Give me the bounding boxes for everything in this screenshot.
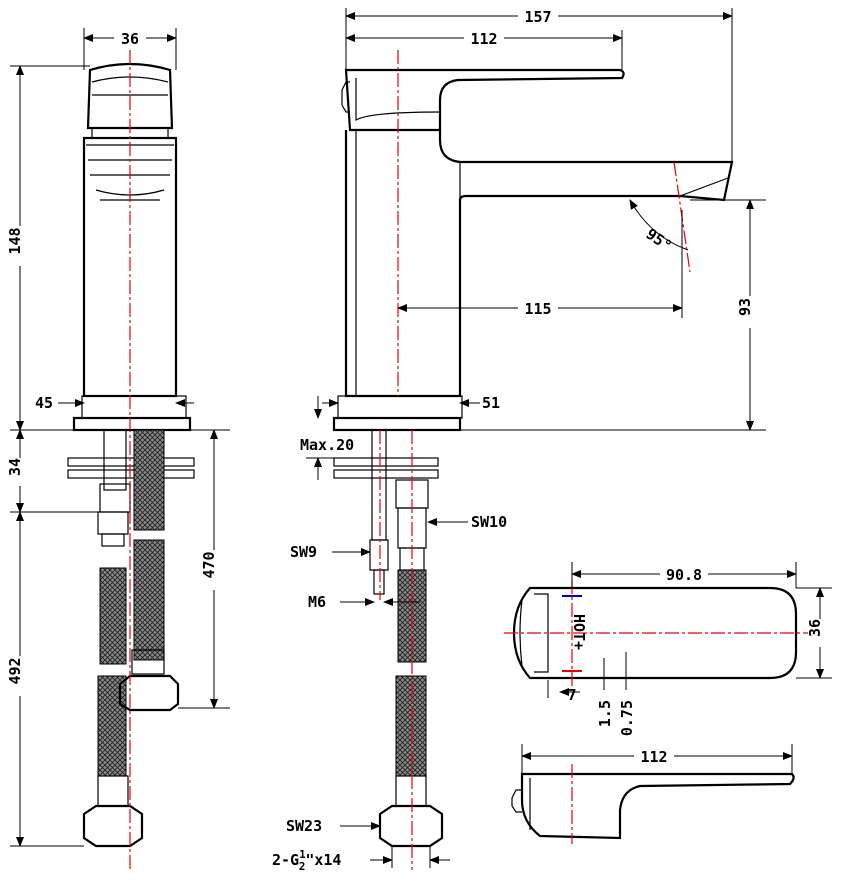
label-m6: M6	[308, 593, 326, 611]
dim-spout-height: 93	[736, 298, 754, 316]
side-view	[332, 50, 734, 870]
handle-dimensions: 112	[521, 744, 793, 774]
side-dimensions: 157 112 115 93 95° 51 Max.20 SW10 SW9 M6…	[272, 7, 766, 873]
top-dimensions: 90.8 36 7 1.5 0.75	[547, 562, 832, 736]
label-sw9: SW9	[290, 543, 317, 561]
dim-side-base: 51	[482, 394, 500, 412]
front-dimensions: 36 148 45 34 492 470	[6, 28, 230, 847]
handle-view	[511, 764, 795, 844]
dim-offset-075: 0.75	[618, 700, 636, 736]
dim-handle-length: 112	[470, 30, 497, 48]
dim-offset-7: 7	[567, 686, 576, 704]
dim-spout-reach: 115	[524, 300, 551, 318]
dim-top-length: 90.8	[666, 566, 702, 584]
label-sw10: SW10	[471, 513, 507, 531]
dim-spout-angle: 95°	[643, 225, 676, 255]
dim-hose-length: 492	[6, 657, 24, 684]
dim-top-width: 36	[806, 619, 824, 637]
dim-max-thickness: Max.20	[300, 436, 354, 454]
dim-offset-15: 1.5	[596, 700, 614, 727]
front-view	[67, 50, 195, 870]
label-sw23: SW23	[286, 817, 322, 835]
dim-body-height: 148	[6, 227, 24, 254]
top-view: HOT+	[504, 580, 808, 690]
dim-handle-view-length: 112	[640, 748, 667, 766]
svg-text:HOT+: HOT+	[570, 614, 588, 650]
dim-base-width: 45	[35, 394, 53, 412]
dim-width-top: 36	[121, 30, 139, 48]
dim-hose-total: 470	[200, 551, 218, 578]
dim-overall-length: 157	[524, 8, 551, 26]
dim-mount-height: 34	[6, 458, 24, 476]
